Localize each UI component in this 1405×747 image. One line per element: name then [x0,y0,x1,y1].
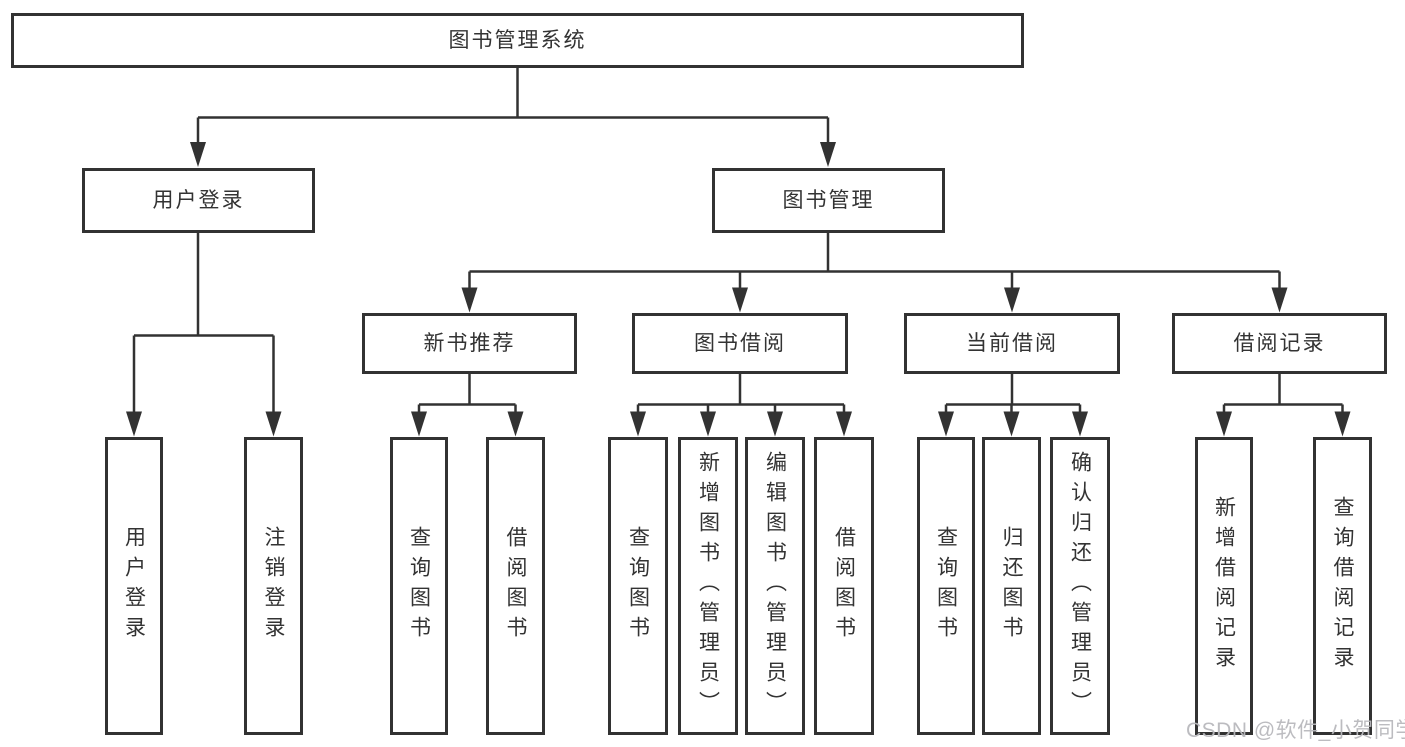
connector-book-management-children [468,233,1281,290]
leaf-borrow-books-borrowing: 借阅图书 [814,437,874,735]
node-label: 用户登录 [122,526,146,646]
node-label: 新增借阅记录 [1212,496,1236,676]
node-label: 归还图书 [1000,526,1023,646]
node-label: 借阅记录 [1233,332,1326,355]
node-label: 图书管理 [782,189,875,212]
node-label: 新增图书（管理员） [696,451,720,721]
connector-new-book-children [417,374,517,413]
leaf-query-books-current: 查询图书 [917,437,975,735]
node-new-book-recommendation: 新书推荐 [362,313,577,374]
node-label: 用户登录 [152,189,245,212]
node-borrowing-records: 借阅记录 [1172,313,1387,374]
leaf-add-borrow-record: 新增借阅记录 [1195,437,1253,735]
node-label: 新书推荐 [423,332,516,355]
node-label: 注销登录 [262,526,285,646]
node-user-login: 用户登录 [82,168,315,233]
leaf-logout: 注销登录 [244,437,303,735]
node-label: 确认归还（管理员） [1068,451,1092,721]
node-label: 查询图书 [934,526,958,646]
arrowheads [126,142,1351,437]
connector-book-borrowing-children [636,374,846,413]
leaf-add-book-admin: 新增图书（管理员） [678,437,738,735]
node-book-borrowing: 图书借阅 [632,313,848,374]
leaf-query-books-borrowing: 查询图书 [608,437,668,735]
leaf-borrow-books-recommend: 借阅图书 [486,437,545,735]
node-library-management-system: 图书管理系统 [11,13,1024,68]
connector-current-borrowing-children [944,374,1082,413]
connector-root-to-level2 [196,68,830,144]
leaf-confirm-return-admin: 确认归还（管理员） [1050,437,1110,735]
node-label: 编辑图书（管理员） [763,451,787,721]
connector-user-login-children [132,233,275,413]
csdn-watermark: CSDN @软件_小贺同学 [1186,719,1405,742]
node-book-management: 图书管理 [712,168,945,233]
leaf-query-borrow-record: 查询借阅记录 [1313,437,1372,735]
node-label: 查询图书 [407,526,431,646]
node-label: 借阅图书 [832,526,856,646]
node-current-borrowing: 当前借阅 [904,313,1120,374]
node-label: 查询借阅记录 [1331,496,1354,676]
leaf-edit-book-admin: 编辑图书（管理员） [745,437,805,735]
node-label: 借阅图书 [504,526,527,646]
leaf-query-books-recommend: 查询图书 [390,437,448,735]
leaf-return-books: 归还图书 [982,437,1041,735]
leaf-user-login: 用户登录 [105,437,163,735]
node-label: 当前借阅 [966,332,1058,355]
node-label: 图书借阅 [694,332,786,355]
node-label: 查询图书 [626,526,650,646]
node-label: 图书管理系统 [448,29,587,52]
connector-borrow-records-children [1222,374,1344,413]
